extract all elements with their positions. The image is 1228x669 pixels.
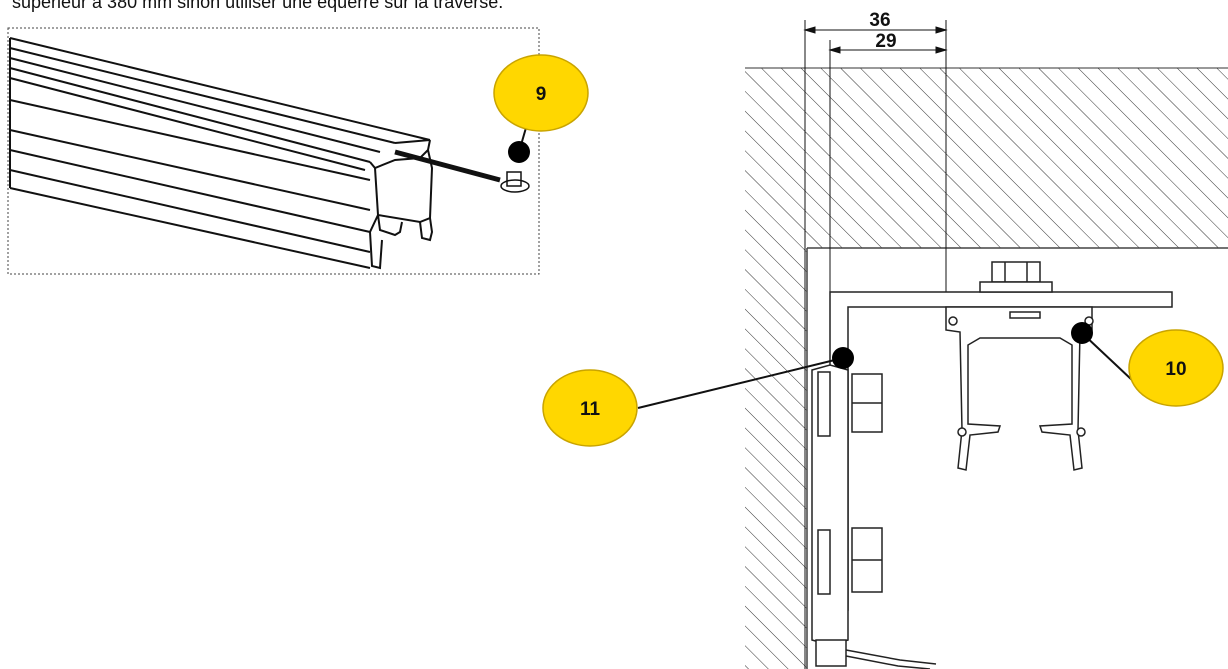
- callout-9-label: 9: [536, 84, 547, 105]
- callout-9: 9: [493, 54, 589, 163]
- screw-shaft: [394, 149, 501, 183]
- instruction-caption: supérieur à 380 mm sinon utiliser une éq…: [12, 0, 504, 12]
- callout-10: 10: [1071, 322, 1224, 407]
- rail-section: [945, 306, 1094, 471]
- dimension-29: 29: [875, 31, 896, 52]
- rail-detail-frame: [7, 27, 540, 275]
- callout-11: 11: [542, 347, 854, 447]
- callout-10-label: 10: [1165, 359, 1186, 380]
- wall-section: [745, 248, 807, 669]
- ceiling-section: [745, 67, 1228, 248]
- dimension-36: 36: [869, 10, 890, 31]
- screw-head: [500, 171, 530, 193]
- rail-profile-drawing: [9, 37, 434, 270]
- wall-profile: [811, 364, 937, 669]
- callout-11-label: 11: [580, 399, 601, 420]
